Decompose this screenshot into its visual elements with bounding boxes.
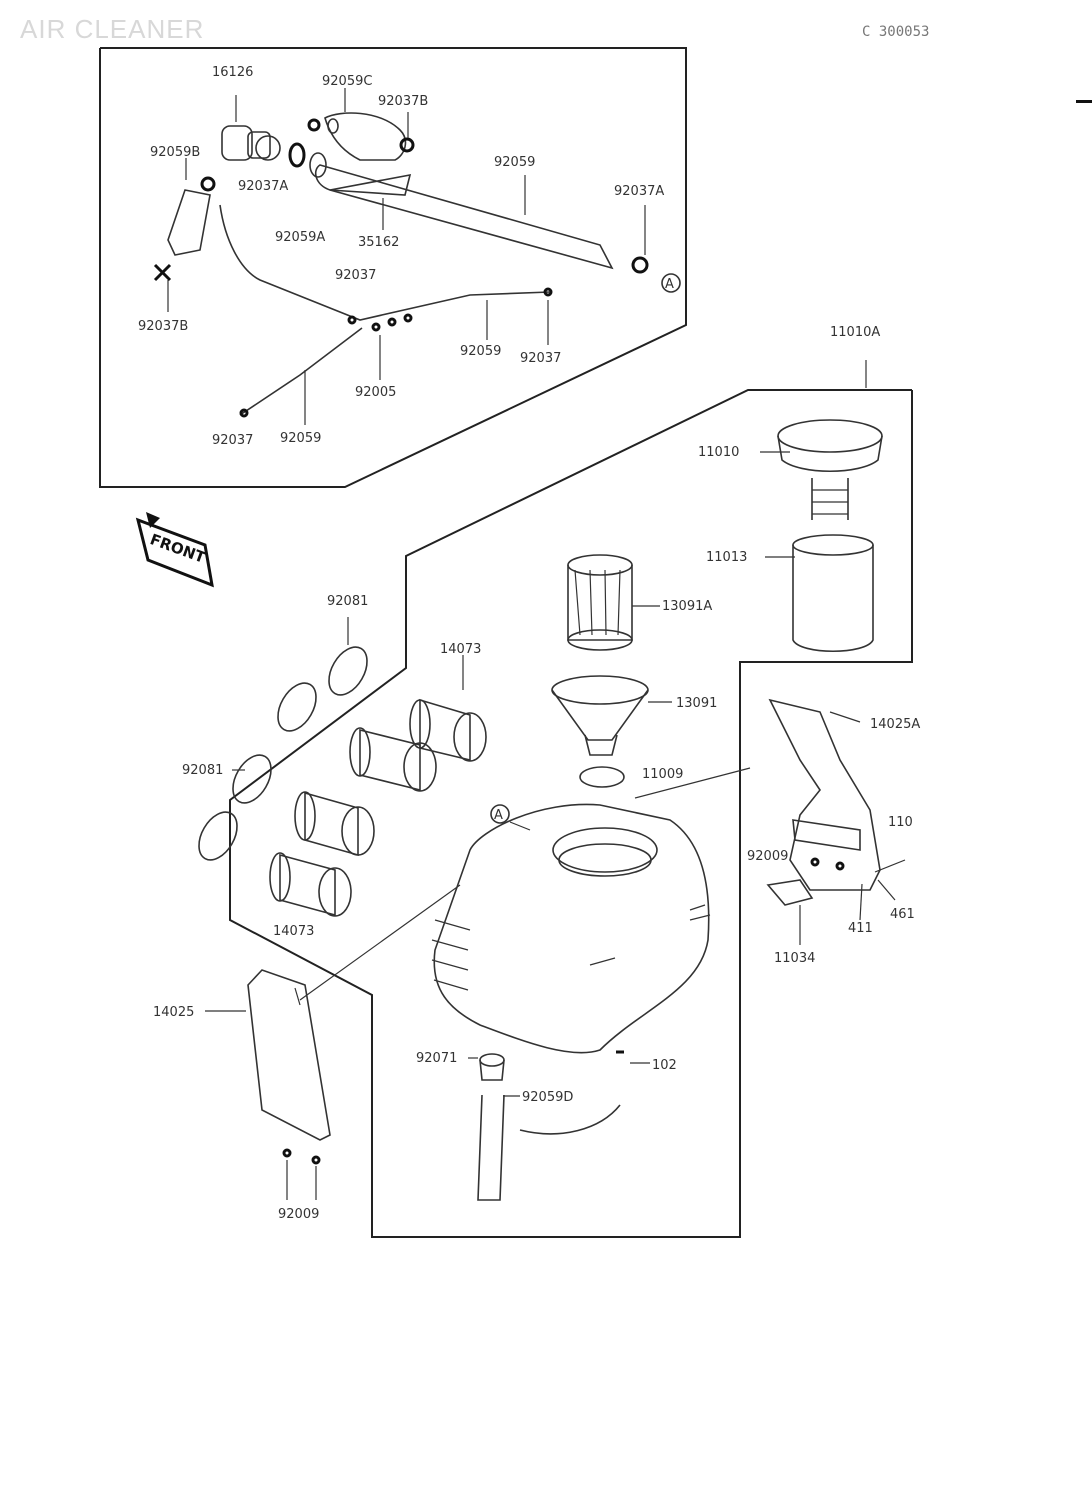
callout-a-lower: A [494, 808, 503, 823]
label-92059a: 92059A [275, 230, 325, 245]
part-labels: 16126 92059C 92037B 92059B 92037A 92059 … [138, 65, 920, 1222]
cap-11010 [760, 360, 883, 520]
label-92037a-top: 92037A [238, 179, 288, 194]
air-cleaner-housing: A [431, 767, 751, 1054]
label-11013: 11013 [706, 550, 747, 565]
page-edge-mark [1076, 100, 1092, 103]
label-14025a: 14025A [870, 717, 920, 732]
air-cleaner-assembly: A [198, 360, 913, 1238]
label-92037-bot: 92037 [212, 433, 253, 448]
clamp-92037B-top [399, 112, 415, 153]
label-14025: 14025 [153, 1005, 194, 1020]
drain-92071 [468, 1050, 650, 1201]
label-11010a: 11010A [830, 325, 880, 340]
clamp-92037A-top [288, 118, 339, 178]
bracket-14025A [766, 698, 906, 945]
label-13091: 13091 [676, 696, 717, 711]
label-461: 461 [890, 907, 915, 922]
breather-hose-panel: A [99, 47, 687, 488]
label-411: 411 [848, 921, 873, 936]
label-92037-mid: 92037 [335, 268, 376, 283]
label-92059b: 92059B [150, 145, 200, 160]
hose-92059B [167, 158, 216, 256]
screen-13091A [567, 554, 660, 651]
label-14073-bot: 14073 [273, 924, 314, 939]
label-35162: 35162 [358, 235, 399, 250]
label-92059-upper: 92059 [494, 155, 535, 170]
label-13091a: 13091A [662, 599, 712, 614]
label-14073-top: 14073 [440, 642, 481, 657]
funnel-13091 [551, 675, 672, 788]
label-92081-top: 92081 [327, 594, 368, 609]
label-92037b-top: 92037B [378, 94, 428, 109]
hose-92059C [324, 88, 407, 161]
label-92037a-right: 92037A [614, 184, 664, 199]
label-92009-right: 92009 [747, 849, 788, 864]
label-102: 102 [652, 1058, 677, 1073]
long-hose-92059 [314, 164, 614, 270]
label-92059-bot: 92059 [280, 431, 321, 446]
label-92037-rt: 92037 [520, 351, 561, 366]
clamp-92037B-left [153, 263, 172, 312]
label-92059-mid: 92059 [460, 344, 501, 359]
side-cover-14025 [205, 884, 461, 1200]
front-direction-marker: FRONT [135, 512, 214, 588]
callout-a-upper: A [665, 277, 674, 292]
label-92071: 92071 [416, 1051, 457, 1066]
upper-panel-frame [99, 47, 687, 488]
label-92059c: 92059C [322, 74, 372, 89]
clamp-92037A-right: A [631, 205, 681, 293]
label-92081-left: 92081 [182, 763, 223, 778]
o-rings-92081 [198, 617, 368, 861]
label-16126: 16126 [212, 65, 253, 80]
label-110: 110 [888, 815, 913, 830]
filter-element-11013 [765, 534, 874, 653]
label-11009: 11009 [642, 767, 683, 782]
label-92037b-left: 92037B [138, 319, 188, 334]
breather-fitting-16126 [221, 95, 281, 161]
drain-hoses-lower [219, 204, 553, 425]
label-11010: 11010 [698, 445, 739, 460]
label-92009-bot: 92009 [278, 1207, 319, 1222]
label-92059d: 92059D [522, 1090, 573, 1105]
lower-panel-frame [229, 389, 913, 1238]
label-11034: 11034 [774, 951, 815, 966]
page-title: AIR CLEANER [20, 14, 205, 44]
intake-ducts-14073 [269, 655, 487, 917]
label-92005: 92005 [355, 385, 396, 400]
page-code: C 300053 [862, 24, 930, 40]
